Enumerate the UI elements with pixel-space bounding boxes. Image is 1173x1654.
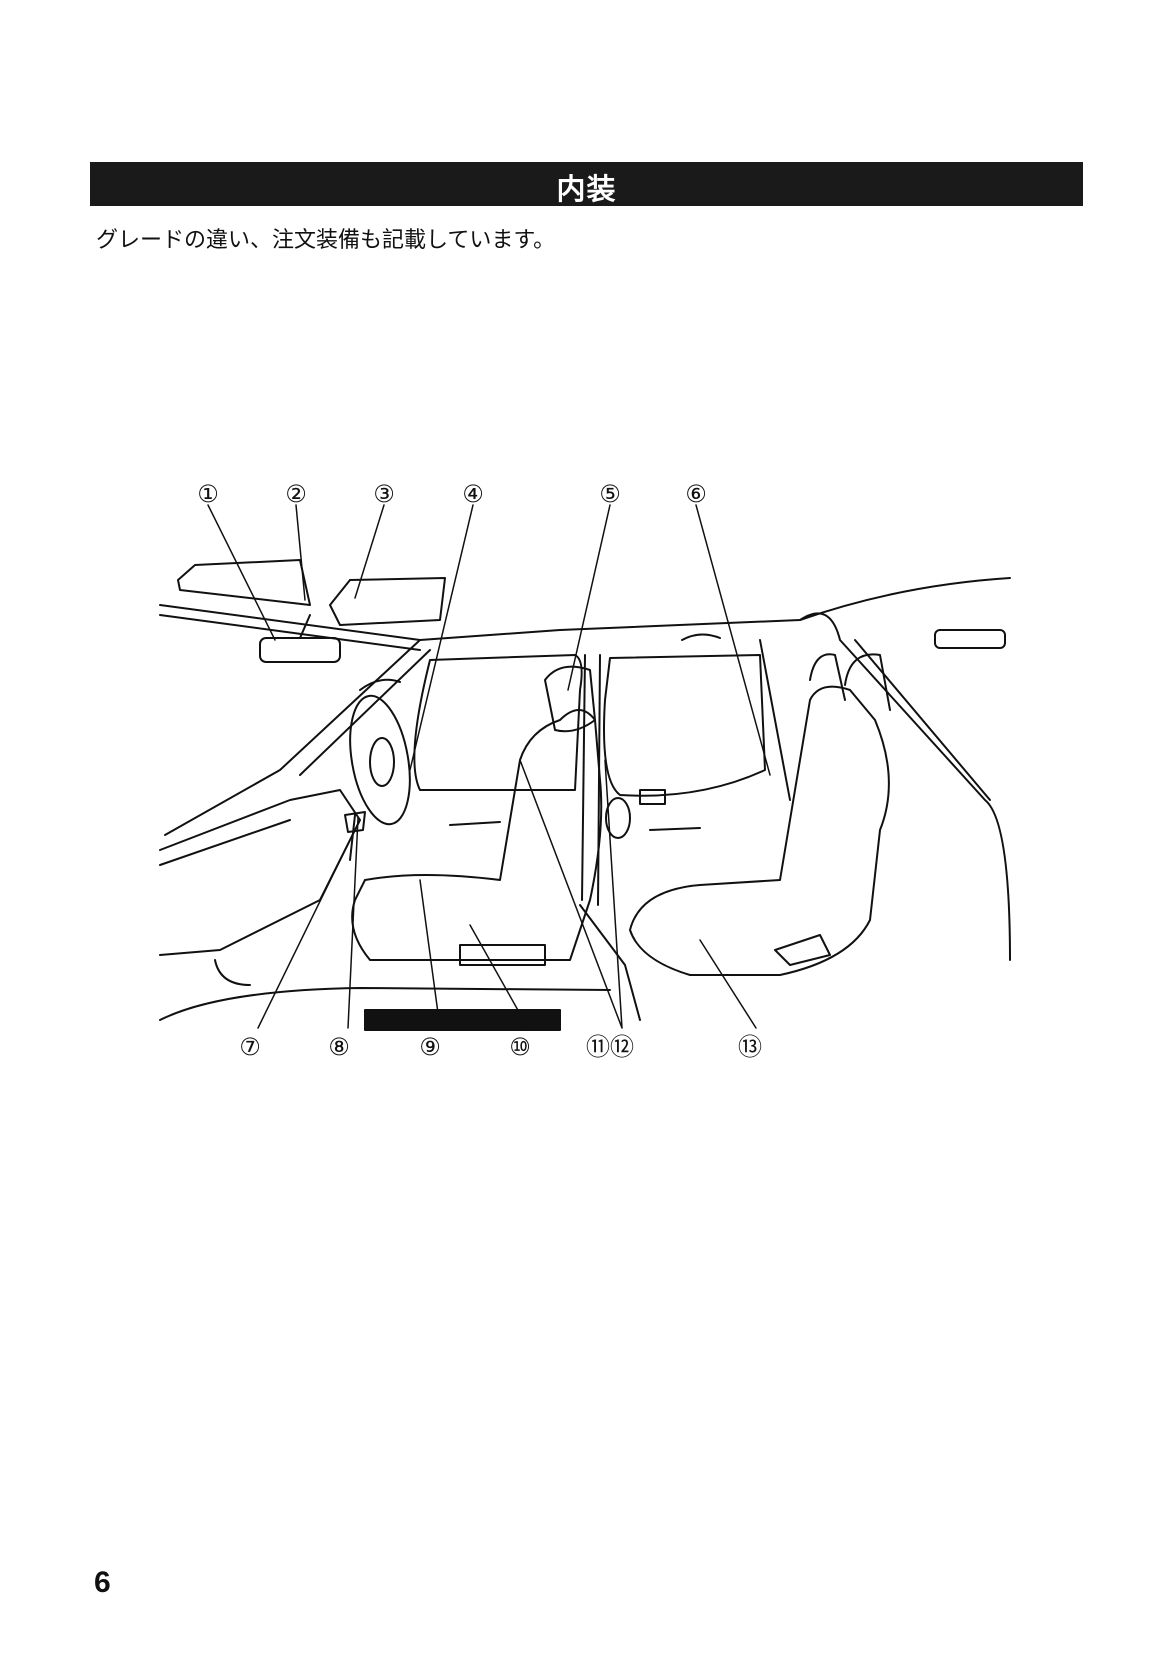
car-outline: [159, 559, 1011, 1031]
callout-8: ⑧: [328, 1033, 350, 1061]
callout-2: ②: [285, 480, 307, 508]
callout-13: ⑬: [738, 1033, 762, 1061]
section-title: 内装: [556, 172, 617, 206]
callout-3: ③: [373, 480, 395, 508]
callout-11-12: ⑪⑫: [586, 1033, 634, 1061]
intro-text: グレードの違い、注文装備も記載しています。: [96, 228, 556, 253]
callout-9: ⑨: [419, 1033, 441, 1061]
callout-5: ⑤: [599, 480, 621, 508]
callout-7: ⑦: [239, 1033, 261, 1061]
page-number: 6: [94, 1566, 111, 1599]
section-header-band: 内装: [90, 162, 1083, 206]
callout-labels-bottom: ⑦ ⑧ ⑨ ⑩ ⑪⑫ ⑬: [239, 1033, 762, 1061]
callout-4: ④: [462, 480, 484, 508]
callout-10: ⑩: [509, 1033, 531, 1061]
callout-6: ⑥: [685, 480, 707, 508]
callout-1: ①: [197, 480, 219, 508]
callout-labels-top: ① ② ③ ④ ⑤ ⑥: [197, 480, 707, 508]
leader-lines: [207, 504, 771, 1029]
